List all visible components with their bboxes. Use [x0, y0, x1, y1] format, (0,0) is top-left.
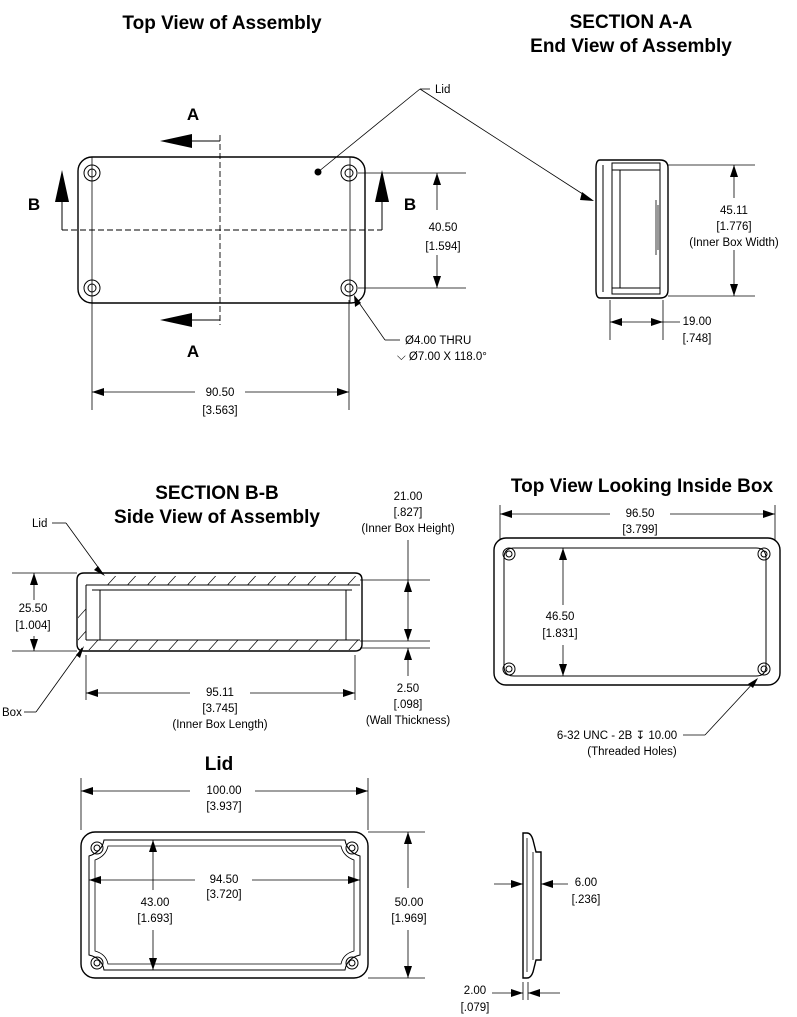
dim-side-height-in: [1.004] [15, 620, 50, 632]
dim-inside-width-mm: 96.50 [626, 508, 655, 520]
lid-hole [345, 841, 359, 855]
dim-end-depth-in: [.748] [683, 333, 712, 345]
dim-wall-in: [.098] [394, 699, 423, 711]
thread-callout-line1: 6-32 UNC - 2B ↧ 10.00 [557, 730, 677, 742]
section-aa-group: SECTION A-A End View of Assembly 45.11 [… [530, 12, 779, 345]
dim-end-width-note: (Inner Box Width) [689, 237, 779, 249]
hole-callout-line1: Ø4.00 THRU [405, 335, 471, 347]
callout-lid-side: Lid [32, 518, 47, 530]
lid-outer [80, 831, 369, 979]
lid-inner-lip [88, 839, 361, 971]
dim-inner-height-mm: 21.00 [394, 491, 423, 503]
lid-title: Lid [205, 754, 234, 775]
section-marker-b-left: B [28, 195, 40, 214]
threaded-hole [502, 547, 516, 561]
dim-lid-lip-mm: 6.00 [575, 877, 597, 889]
lid-hole [345, 956, 359, 970]
dim-lid-inner-height-mm: 43.00 [141, 897, 170, 909]
dim-wall-mm: 2.50 [397, 683, 419, 695]
section-bb-title-line2: Side View of Assembly [114, 507, 320, 528]
screw-hole [340, 164, 358, 182]
dim-inside-height-mm: 46.50 [546, 611, 575, 623]
lid-profile [522, 832, 542, 979]
section-marker-a-top: A [187, 105, 199, 124]
section-bb-group: SECTION B-B Side View of Assembly [2, 483, 455, 731]
side-view-hatch [78, 576, 360, 650]
inside-view-title: Top View Looking Inside Box [511, 476, 774, 497]
inside-view-outer [493, 537, 781, 686]
dim-lid-height-mm: 50.00 [395, 897, 424, 909]
lid-leader-top: Lid [317, 84, 594, 201]
end-view-body [595, 159, 669, 299]
dim-top-height-mm: 40.50 [429, 222, 458, 234]
section-a-arrow [160, 313, 192, 327]
dim-lid-lip-in: [.236] [572, 894, 601, 906]
dim-end-depth-mm: 19.00 [683, 316, 712, 328]
side-view-body [76, 572, 363, 652]
lid-profile-group: 6.00 [.236] 2.00 [.079] [461, 832, 601, 1014]
dim-inner-height-note: (Inner Box Height) [361, 523, 454, 535]
dim-lid-inner-width-mm: 94.50 [210, 874, 239, 886]
threaded-hole [757, 547, 771, 561]
section-bb-title-line1: SECTION B-B [155, 483, 279, 504]
lid-group: Lid 100.00 [3.937] 94.50 [3.720] 43.00 [… [80, 754, 427, 979]
dim-side-height-mm: 25.50 [19, 603, 48, 615]
screw-hole [83, 164, 101, 182]
dim-top-height-in: [1.594] [425, 241, 460, 253]
lid-hole [90, 841, 104, 855]
screw-hole [340, 279, 358, 297]
threaded-hole [502, 662, 516, 676]
dim-top-width-mm: 90.50 [206, 387, 235, 399]
threaded-hole [757, 662, 771, 676]
dim-inner-length-mm: 95.11 [206, 687, 234, 699]
top-view-group: Top View of Assembly A A B B 40.50 [28, 13, 487, 417]
dim-wall-note: (Wall Thickness) [366, 715, 451, 727]
dim-lid-height-in: [1.969] [391, 913, 426, 925]
dim-lid-width-in: [3.937] [206, 801, 241, 813]
dim-lid-thick-in: [.079] [461, 1002, 490, 1014]
dim-lid-thick-mm: 2.00 [464, 985, 486, 997]
top-view-title: Top View of Assembly [122, 13, 322, 34]
callout-lid-top: Lid [435, 84, 450, 96]
thread-callout-line2: (Threaded Holes) [587, 746, 677, 758]
dim-end-width-mm: 45.11 [720, 205, 748, 217]
dim-inside-height-in: [1.831] [542, 628, 577, 640]
dim-inner-length-note: (Inner Box Length) [172, 719, 267, 731]
section-aa-title-line1: SECTION A-A [570, 12, 693, 33]
section-marker-a-bottom: A [187, 342, 199, 361]
callout-box-side: Box [2, 707, 22, 719]
lid-hole [90, 956, 104, 970]
section-marker-b-right: B [404, 195, 416, 214]
section-a-arrow [160, 134, 192, 148]
dim-end-width-in: [1.776] [716, 221, 751, 233]
section-b-arrow [375, 170, 389, 202]
screw-hole [83, 279, 101, 297]
dim-inner-height-in: [.827] [394, 507, 423, 519]
dim-top-width-in: [3.563] [202, 405, 237, 417]
dim-lid-inner-height-in: [1.693] [137, 913, 172, 925]
dim-inner-length-in: [3.745] [202, 703, 237, 715]
section-b-arrow [55, 170, 69, 202]
inside-view-inner [503, 547, 767, 677]
dim-lid-inner-width-in: [3.720] [206, 889, 241, 901]
dim-lid-width-mm: 100.00 [206, 785, 241, 797]
hole-callout-line2: ⌵ Ø7.00 X 118.0° [397, 351, 487, 363]
section-aa-title-line2: End View of Assembly [530, 36, 732, 57]
dim-inside-width-in: [3.799] [622, 524, 657, 536]
inside-view-group: Top View Looking Inside Box 96.50 [3.799… [493, 476, 781, 758]
